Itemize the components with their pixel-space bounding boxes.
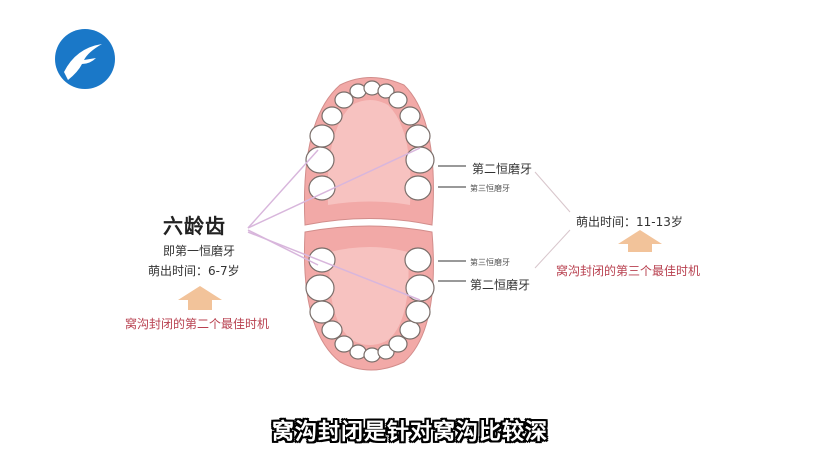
right-erupt-time: 萌出时间：11-13岁 [576,215,683,229]
upper-tooth [388,91,408,109]
upper-tooth [334,91,354,109]
right-up-arrow [618,230,662,252]
left-title: 六龄齿 [163,214,226,238]
upper-second-label: 第三恒磨牙 [470,184,510,193]
lower-tooth [388,335,408,353]
lower-tooth [363,347,381,363]
right-best-time: 窝沟封闭的第三个最佳时机 [556,264,701,278]
lower-second-label: 第三恒磨牙 [470,258,510,267]
left-best-time: 窝沟封闭的第二个最佳时机 [125,317,270,331]
left-up-arrow [178,286,222,310]
lower-tooth [349,344,367,360]
lower-tooth [405,274,435,302]
upper-tooth [321,106,343,126]
lower-tooth [334,335,354,353]
upper-palate [327,100,411,205]
upper-tooth [363,80,381,96]
left-erupt-time: 萌出时间：6-7岁 [148,264,240,278]
video-caption: 窝沟封闭是针对窝沟比较深 [271,420,548,445]
upper-tooth [309,124,335,148]
upper-first-label: 第二恒磨牙 [472,162,533,176]
lower-first-label: 第二恒磨牙 [470,278,531,292]
upper-tooth [399,106,421,126]
lower-tooth [405,300,431,324]
upper-tooth [305,146,335,174]
lower-tooth [309,300,335,324]
brand-f-logo-icon [55,29,115,89]
lower-tooth [399,320,421,340]
upper-tooth [405,124,431,148]
upper-tooth [349,83,367,99]
lower-tooth [305,274,335,302]
lower-tooth [321,320,343,340]
left-subtitle: 即第一恒磨牙 [163,244,236,258]
upper-tooth [377,83,395,99]
upper-tooth [404,175,432,201]
upper-tooth [308,175,336,201]
lower-tooth [404,247,432,273]
upper-tooth [405,146,435,174]
lower-tooth [308,247,336,273]
